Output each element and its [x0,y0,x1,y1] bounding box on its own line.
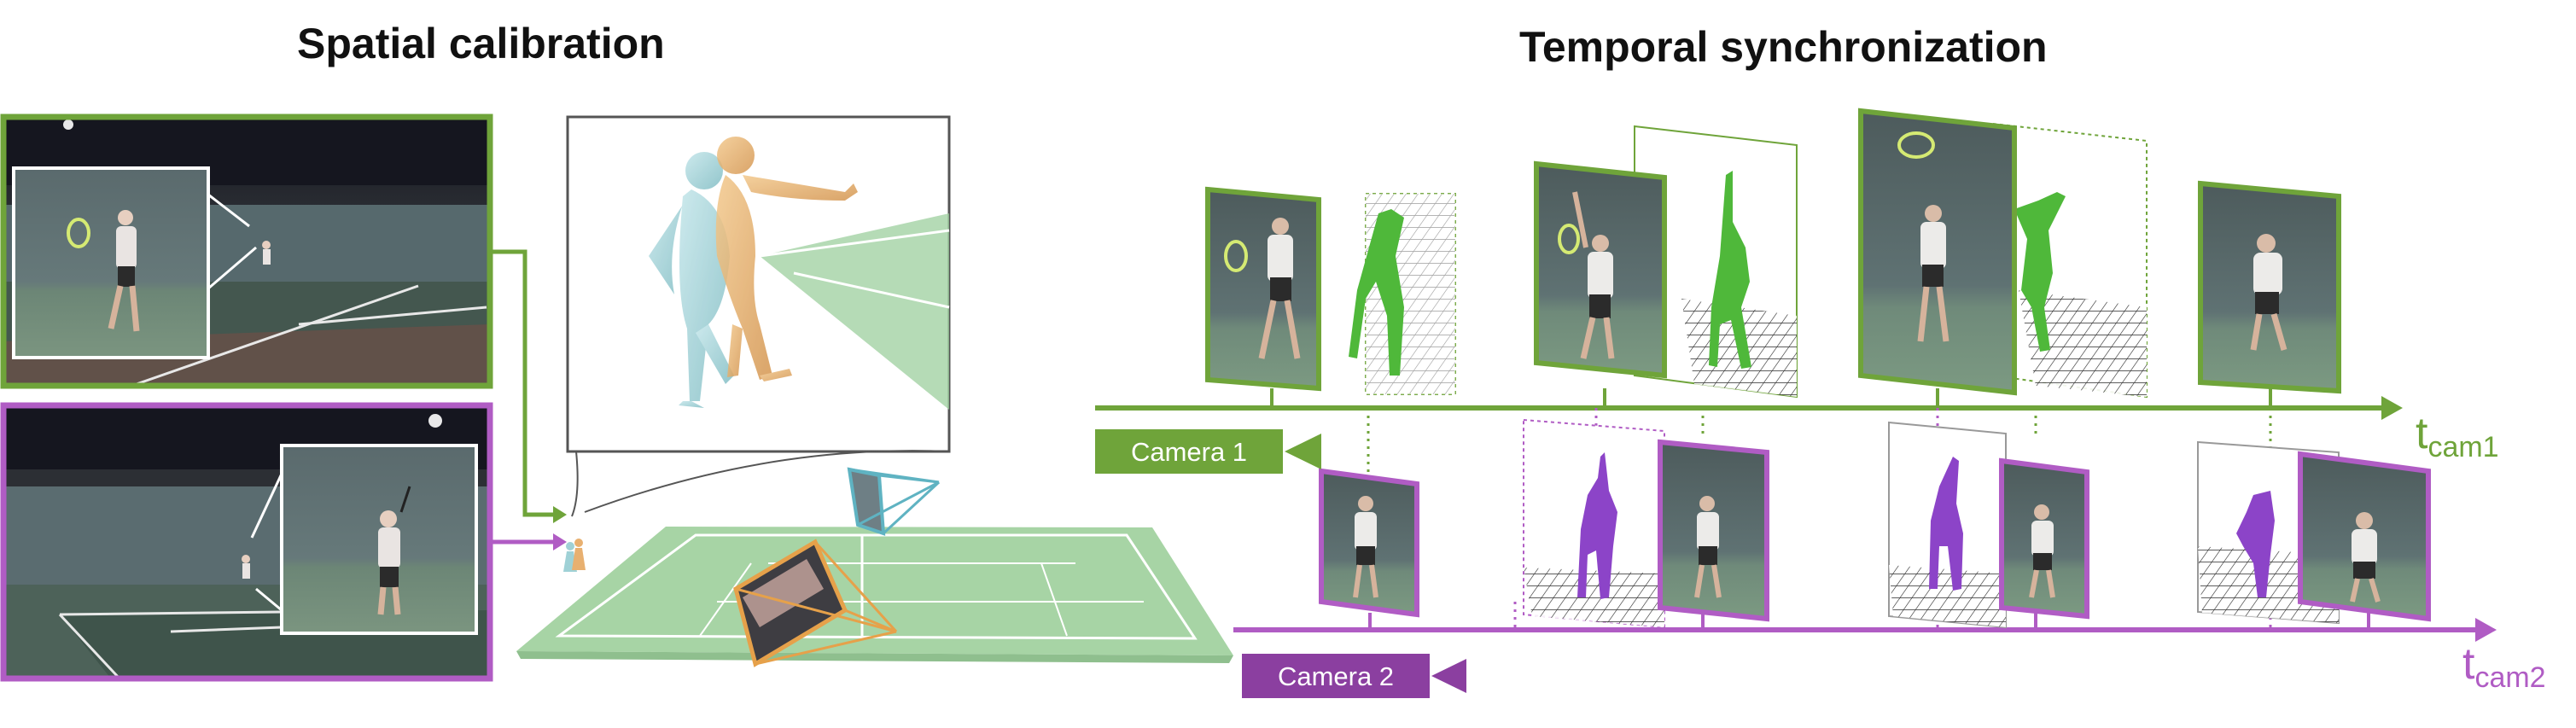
orange-body-mesh [715,137,858,381]
camera1-frame-4 [2198,180,2341,394]
spatial-calibration-title: Spatial calibration [297,20,665,67]
camera1-timeline-axis [1095,388,2403,420]
camera2-frame-1 [1319,468,1419,618]
camera2-zoom-inset [242,444,478,635]
camera2-label: Camera 2 [1278,661,1394,691]
camera2-frame-4 [2197,440,2431,625]
camera1-zoom-inset [12,166,271,359]
camera2-label-badge: Camera 2 [1242,654,1466,698]
camera1-axis-label: tcam1 [2416,409,2499,463]
body-alignment-zoom-box [566,115,951,517]
camera2-axis-symbol: t [2462,639,2475,689]
camera2-connector-arrow [490,533,567,550]
camera2-timeline-axis [1233,613,2497,642]
sync-guide-lines [1367,408,2272,630]
camera1-frame-3 [1858,108,2148,399]
camera1-frame-2 [1534,125,1798,399]
camera2-frame-3 [1888,421,2089,629]
court-player-marker [563,539,586,572]
camera-frustum-orange [733,539,898,667]
camera2-frame-2 [1523,418,1769,629]
camera1-label-badge: Camera 1 [1095,429,1321,474]
temporal-synchronization-title: Temporal synchronization [1519,23,2048,71]
camera1-connector-arrow [490,249,567,523]
tennis-court-3d [516,527,1233,663]
camera1-axis-symbol: t [2416,409,2428,458]
camera-frustum-cyan [847,467,941,536]
camera1-label: Camera 1 [1131,437,1247,467]
camera1-frame-1 [1205,186,1456,395]
camera2-axis-subscript: cam2 [2474,661,2545,694]
camera2-axis-label: tcam2 [2462,639,2546,694]
camera1-axis-subscript: cam1 [2427,431,2498,463]
